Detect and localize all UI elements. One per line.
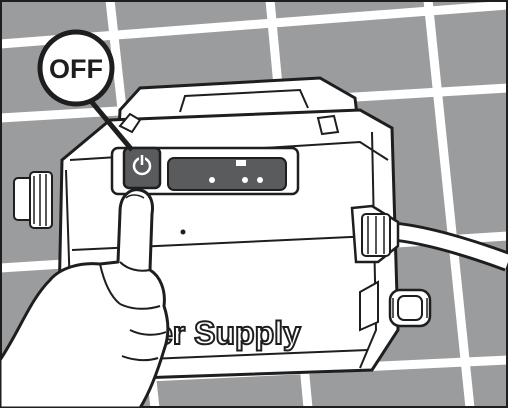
- off-label: OFF: [49, 54, 103, 84]
- power-cable: [396, 222, 508, 272]
- cap-icon: [359, 280, 432, 332]
- left-connector: [13, 171, 53, 229]
- brand-label: er Supply: [155, 315, 301, 351]
- off-callout: OFF: [37, 29, 115, 107]
- pointing-hand-icon: [0, 188, 170, 408]
- connector-icon: [350, 204, 400, 264]
- power-icon: [132, 154, 152, 176]
- power-button[interactable]: [122, 146, 162, 190]
